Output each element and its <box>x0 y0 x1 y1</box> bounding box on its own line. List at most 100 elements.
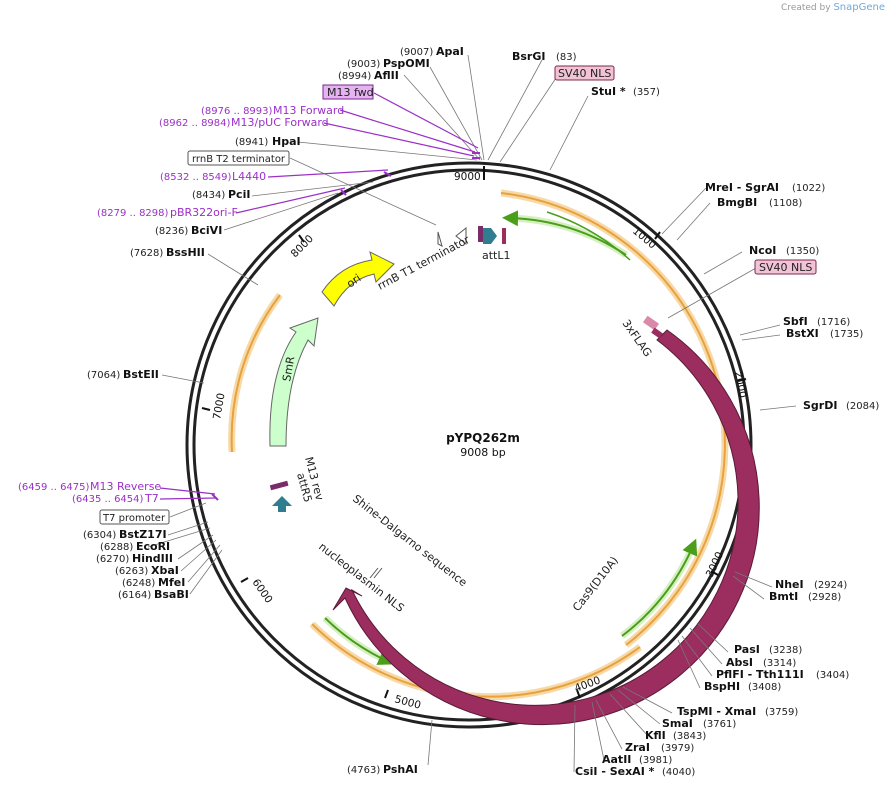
enzyme-bsteii: BstEII <box>123 368 159 381</box>
green-arc-top-line <box>502 210 627 256</box>
green-arc-top <box>509 214 628 258</box>
shine-marker2 <box>373 567 383 579</box>
tick-3000: 3000 <box>704 550 726 579</box>
pos-nhei: (2924) <box>814 580 847 591</box>
primer-l4440: L4440 <box>232 170 266 183</box>
rrnb-t2-arrow <box>437 231 443 247</box>
rrnb-t1-arrow <box>455 226 467 246</box>
pos-bsrgi: (83) <box>556 52 577 63</box>
plasmid-name: pYPQ262m <box>446 431 520 445</box>
t7-promoter-box-label: T7 promoter <box>102 513 166 524</box>
flag-feature <box>642 315 660 331</box>
orf-arc-top-right <box>500 189 729 648</box>
t7-promoter-box <box>99 509 170 525</box>
tick-marks <box>201 166 747 699</box>
pos-bcivi: (8236) <box>155 226 188 237</box>
pos-pshai: (4763) <box>347 765 380 776</box>
orf-arc-left-line <box>230 294 281 453</box>
sv40-right-box <box>754 259 817 275</box>
enzyme-hindiii: HindIII <box>132 552 173 565</box>
pos-pbr322: (8279 .. 8298) <box>97 208 169 219</box>
enzyme-bmgbi: BmgBI <box>717 196 757 209</box>
enzyme-nhei: NheI <box>775 578 804 591</box>
attr5-feature <box>272 496 292 512</box>
pos-l4440: (8532 .. 8549) <box>160 172 232 183</box>
pos-kfli: (3843) <box>673 731 706 742</box>
watermark-text: Created by <box>781 3 831 13</box>
primer-markers <box>211 152 480 501</box>
pos-sgrdi: (2084) <box>846 401 879 412</box>
enzyme-aatii: AatII <box>602 753 631 766</box>
enzyme-smai: SmaI <box>662 717 693 730</box>
smr-feature <box>269 317 319 447</box>
enzyme-apai: ApaI <box>436 45 464 58</box>
enzyme-xbai: XbaI <box>151 564 179 577</box>
pos-pasi: (3238) <box>769 645 802 656</box>
enzyme-mfei: MfeI <box>158 576 185 589</box>
enzyme-bsshii: BssHII <box>166 246 205 259</box>
primer-pbr322: pBR322ori-F <box>170 206 238 219</box>
enzyme-hpai: HpaI <box>272 135 301 148</box>
rrnb-t2-box-label: rrnB T2 terminator <box>192 154 286 165</box>
sv40-top-box <box>554 65 615 81</box>
pos-m13puc-forward: (8962 .. 8984) <box>159 118 231 129</box>
enzyme-sbfi: SbfI <box>783 315 808 328</box>
attl1-marker <box>502 228 506 244</box>
enzyme-bstxi: BstXI <box>786 327 819 340</box>
enzyme-pcii: PciI <box>228 188 250 201</box>
pos-sbfi: (1716) <box>817 317 850 328</box>
tick-9000: 9000 <box>454 171 481 183</box>
shine-marker <box>369 567 379 579</box>
pos-ncoi: (1350) <box>786 246 819 257</box>
enzyme-pspomi: PspOMI <box>383 57 430 70</box>
enzyme-absi: AbsI <box>726 656 753 669</box>
pos-bsshii: (7628) <box>130 248 163 259</box>
enzyme-bstz17i: BstZ17I <box>119 528 167 541</box>
enzyme-ecori: EcoRI <box>136 540 170 553</box>
primer-lines <box>159 92 479 500</box>
pos-csii-sexai: (4040) <box>662 767 695 778</box>
enzyme-kfli: KflI <box>645 729 666 742</box>
pos-zrai: (3979) <box>661 743 694 754</box>
tick-8000: 8000 <box>289 233 316 260</box>
pos-bstxi: (1735) <box>830 329 863 340</box>
enzyme-pflfi-tth111i: PflFI - Tth111I <box>716 668 804 681</box>
backbone-outer <box>185 161 753 729</box>
m13rev-feature <box>269 480 289 491</box>
pos-ecori: (6288) <box>100 542 133 553</box>
enzyme-stui: StuI * <box>591 85 626 98</box>
pos-xbai: (6263) <box>115 566 148 577</box>
attl1-label: attL1 <box>482 249 511 262</box>
green-arc-bottom-line <box>324 617 395 665</box>
green-arc-right-line <box>621 538 698 637</box>
pos-m13-forward: (8976 .. 8993) <box>201 106 273 117</box>
enzyme-tspmi-xmai: TspMI - XmaI <box>677 705 756 718</box>
enzyme-bmti: BmtI <box>769 590 798 603</box>
pos-absi: (3314) <box>763 658 796 669</box>
pos-stui: (357) <box>633 87 660 98</box>
plasmid-size: 9008 bp <box>460 446 505 459</box>
pos-hindiii: (6270) <box>96 554 129 565</box>
pos-apai: (9007) <box>400 47 433 58</box>
enzyme-bsphi: BspHI <box>704 680 740 693</box>
sv40-feature <box>651 327 663 339</box>
enzyme-zrai: ZraI <box>625 741 650 754</box>
pos-pcii: (8434) <box>192 190 225 201</box>
enzyme-bsrgi: BsrGI <box>512 50 545 63</box>
enzyme-sgrdi: SgrDI <box>803 399 837 412</box>
cas9-label: Cas9(D10A) <box>570 554 621 614</box>
tick-7000: 7000 <box>211 392 227 420</box>
m13fwd-box-label: M13 fwd <box>327 86 374 99</box>
pos-bmgbi: (1108) <box>769 198 802 209</box>
primer-m13-forward: M13 Forward <box>273 104 344 117</box>
enzyme-bcivi: BciVI <box>191 224 222 237</box>
tick-2000: 2000 <box>732 370 748 398</box>
leader-lines <box>147 54 797 773</box>
snapgene-watermark: Created by SnapGene <box>781 2 885 13</box>
pos-mfei: (6248) <box>122 578 155 589</box>
enzyme-csii-sexai: CsiI - SexAI * <box>575 765 655 778</box>
pos-bstz17i: (6304) <box>83 530 116 541</box>
pos-bsteii: (7064) <box>87 370 120 381</box>
snapgene-logo: SnapGene <box>833 2 885 13</box>
enzyme-bsabi: BsaBI <box>154 588 189 601</box>
